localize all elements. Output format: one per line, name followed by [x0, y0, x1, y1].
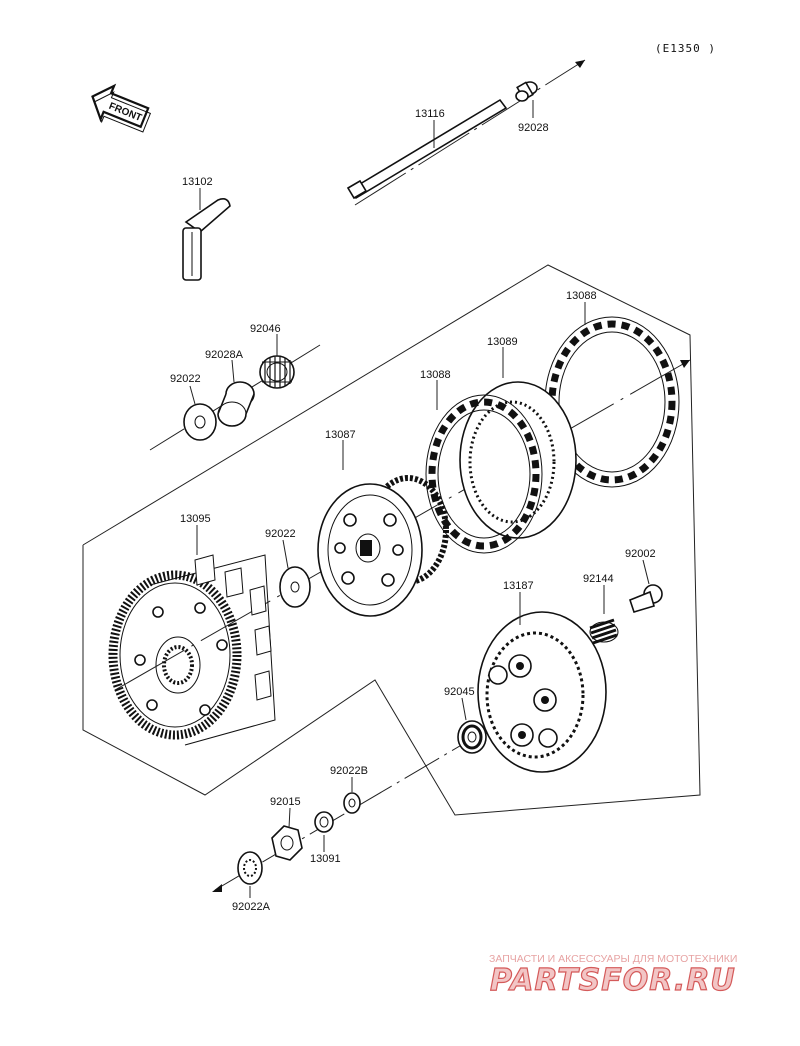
washer-92022B [343, 792, 361, 814]
spring-92144 [589, 618, 619, 645]
label-92144: 92144 [583, 573, 614, 585]
watermark: ЗАПЧАСТИ И АКСЕССУАРЫ ДЛЯ МОТОТЕХНИКИ PA… [489, 953, 737, 999]
collar-13091 [314, 811, 334, 833]
collar-92028A [217, 381, 255, 427]
axis-arrow-icon [575, 60, 585, 68]
label-92015: 92015 [270, 796, 301, 808]
assembly-outline [82, 264, 701, 816]
label-92022A: 92022A [232, 901, 271, 913]
main-axis-arrow-icon [680, 360, 690, 368]
lock-washer-92022A [237, 851, 263, 885]
clutch-hub-13087 [317, 475, 449, 617]
label-92022-middle: 92022 [265, 528, 296, 540]
diagram-code: (E1350 ) [655, 42, 716, 55]
label-13102: 13102 [182, 176, 213, 188]
watermark-logo: PARTSFOR.RU [490, 963, 736, 998]
bearing-92045 [457, 720, 487, 754]
washer-92022-middle [279, 566, 311, 608]
bolt-92002 [629, 584, 663, 613]
label-13116: 13116 [415, 108, 445, 120]
label-13095: 13095 [180, 513, 211, 525]
label-13091: 13091 [310, 853, 341, 865]
label-13088-back: 13088 [566, 290, 597, 302]
shaft-axis [354, 59, 586, 206]
label-92022-upper: 92022 [170, 373, 201, 385]
label-92022B: 92022B [330, 765, 368, 777]
release-lever-13102 [182, 198, 231, 281]
pressure-plate-13187 [477, 611, 607, 773]
push-rod-13116 [346, 98, 508, 200]
label-13087: 13087 [325, 429, 356, 441]
watermark-tagline: ЗАПЧАСТИ И АКСЕССУАРЫ ДЛЯ МОТОТЕХНИКИ [489, 953, 737, 965]
nut-92015 [271, 825, 303, 861]
friction-plate-13088-front [425, 394, 543, 554]
label-92002: 92002 [625, 548, 656, 560]
clutch-housing-13095 [108, 554, 276, 746]
part-labels: 13116 92028 13102 92046 92028A 92022 130… [170, 108, 656, 913]
bushing-92028 [515, 81, 538, 102]
label-92028A: 92028A [205, 349, 244, 361]
lower-axis [214, 739, 471, 891]
washer-92022-upper [183, 403, 217, 441]
front-arrow-icon: FRONT [91, 83, 152, 133]
lower-axis-arrow-icon [212, 884, 222, 892]
label-92046: 92046 [250, 323, 281, 335]
label-92028: 92028 [518, 122, 549, 134]
label-13187: 13187 [503, 580, 534, 592]
label-92045: 92045 [444, 686, 475, 698]
label-13089: 13089 [487, 336, 518, 348]
label-13088-front: 13088 [420, 369, 451, 381]
leader-lines [189, 100, 650, 898]
needle-bearing-92046 [259, 355, 295, 389]
